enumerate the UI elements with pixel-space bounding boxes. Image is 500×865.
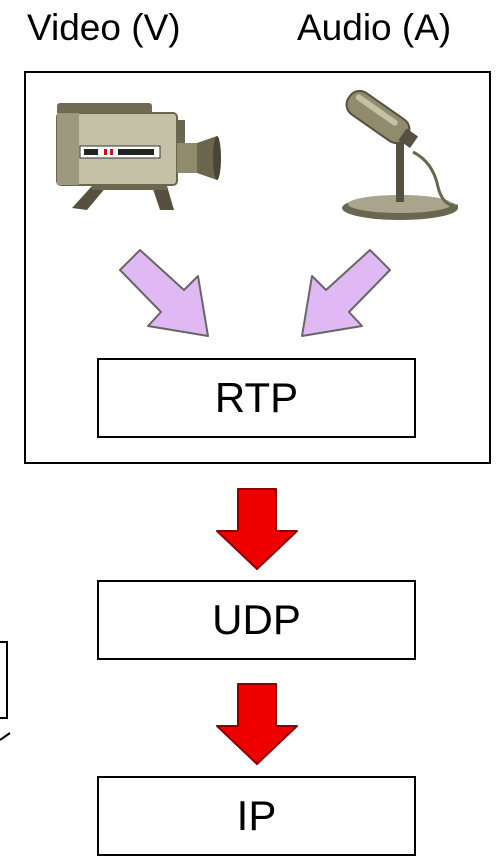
- udp-to-ip-arrow: [216, 683, 298, 765]
- video-label: Video (V): [27, 7, 181, 48]
- microphone-icon: [342, 89, 459, 220]
- audio-to-rtp-arrow: [301, 249, 391, 337]
- rtp-box: RTP: [97, 358, 416, 438]
- rtp-to-udp-arrow: [216, 488, 298, 570]
- ip-box: IP: [97, 776, 416, 856]
- video-camera-icon: [56, 103, 221, 210]
- audio-label: Audio (A): [297, 7, 452, 48]
- video-to-rtp-arrow: [119, 249, 209, 337]
- cropped-connector-fragment: [0, 732, 11, 741]
- udp-box: UDP: [97, 580, 416, 660]
- cropped-box-fragment: [0, 641, 8, 719]
